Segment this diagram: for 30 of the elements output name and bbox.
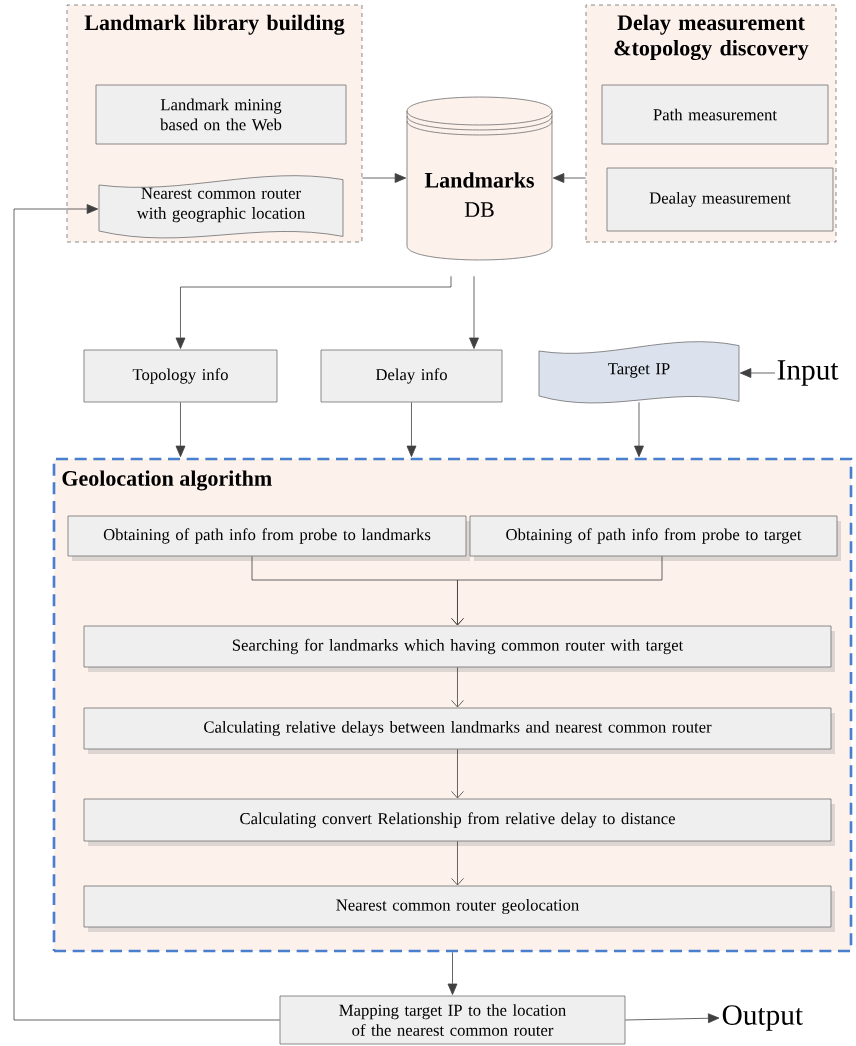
- arrow: [739, 368, 776, 378]
- arrow: [451, 556, 663, 626]
- arrow: [625, 1013, 720, 1024]
- arrow: [362, 173, 407, 183]
- arrow: [552, 173, 586, 183]
- process-box: Dealay measurement: [606, 167, 834, 232]
- process-box: Calculating relative delays between landmarks and nearest common router: [83, 707, 835, 754]
- process-box: Calculating convert Relationship from relative delay to distance: [83, 798, 835, 846]
- io-label: Output: [722, 1005, 803, 1031]
- arrow: [451, 749, 464, 799]
- process-box: Mapping target IP to the location of the nearest common router: [279, 995, 626, 1045]
- process-box: Landmark mining based on the Web: [95, 84, 347, 145]
- process-box: Path measurement: [601, 84, 829, 145]
- arrow: [451, 841, 464, 886]
- process-box: Topology info: [83, 349, 278, 403]
- io-label: Input: [777, 360, 839, 386]
- arrow: [447, 951, 458, 995]
- arrow: [469, 275, 479, 349]
- database-cylinder: Landmarks DB: [406, 96, 553, 261]
- process-box: Nearest common router geolocation: [83, 885, 835, 932]
- process-box: Searching for landmarks which having common router with target: [83, 625, 835, 672]
- arrow: [175, 402, 186, 458]
- arrow: [451, 667, 464, 708]
- process-box: Delay info: [320, 349, 503, 403]
- arrow: [634, 401, 644, 458]
- arrow: [13, 204, 280, 1021]
- process-box: Obtaining of path info from probe to target: [469, 515, 841, 561]
- arrow: [175, 275, 452, 349]
- process-box: Obtaining of path info from probe to landmarks: [67, 515, 470, 561]
- arrow: [406, 402, 417, 458]
